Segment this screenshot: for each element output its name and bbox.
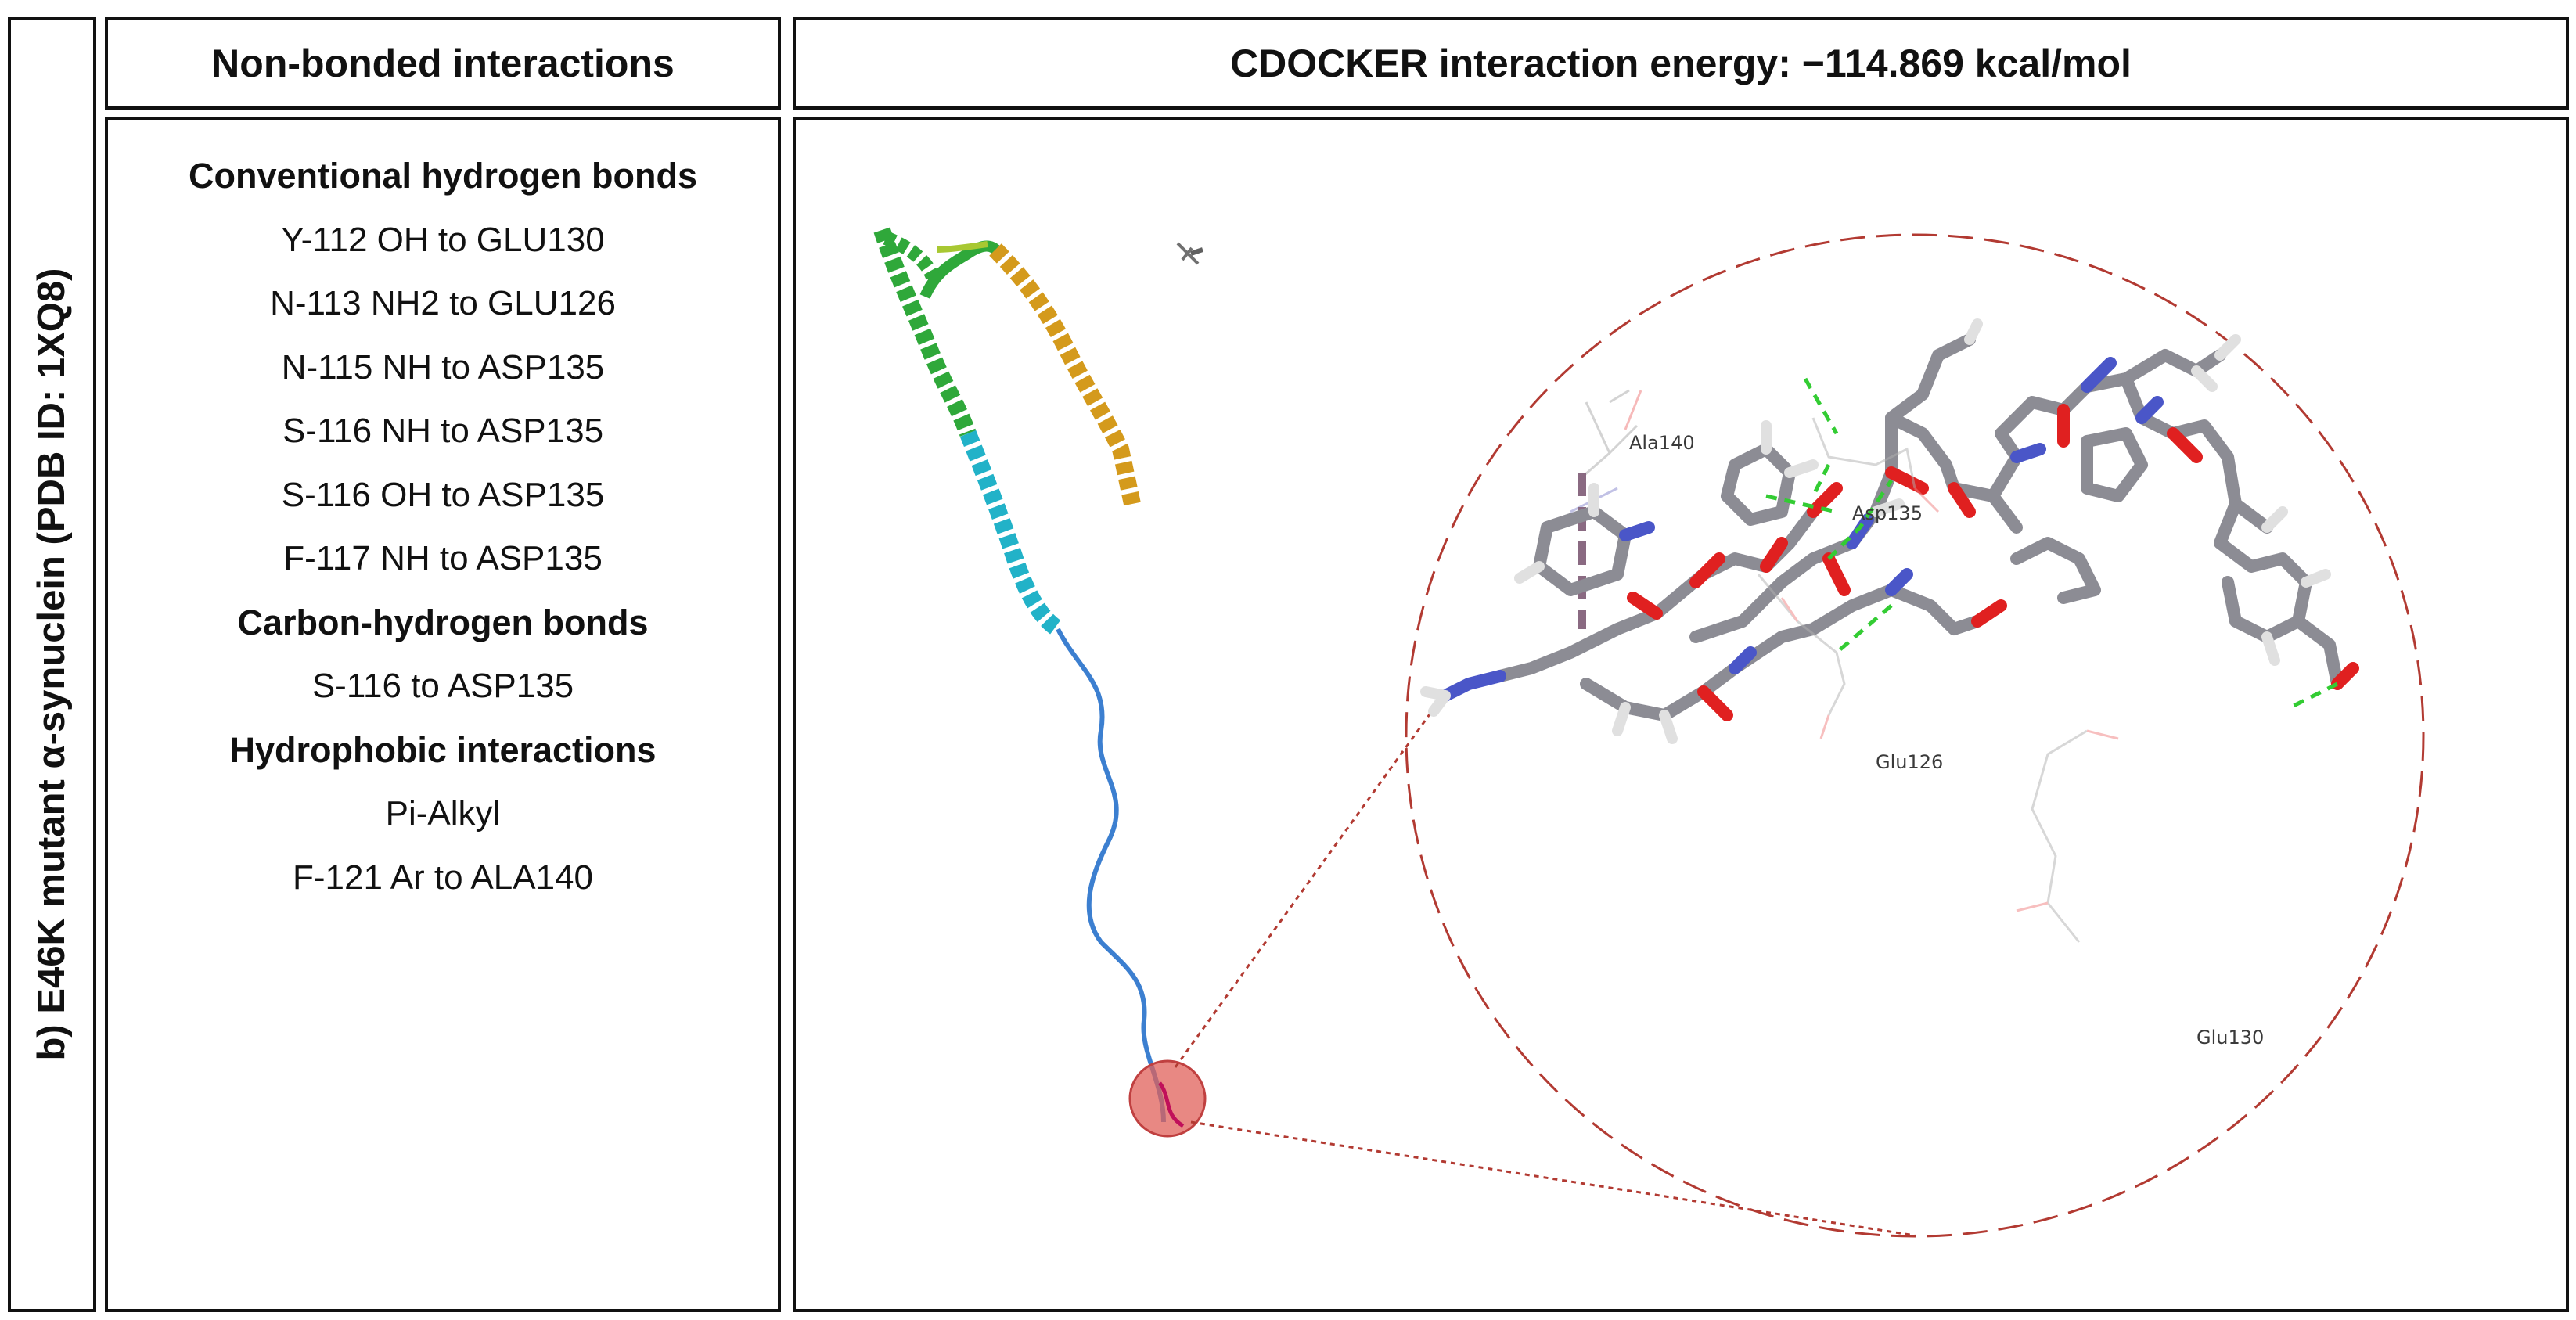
energy-header-text: CDOCKER interaction energy: −114.869 kca… bbox=[1230, 41, 2132, 85]
interaction-item: S-116 OH to ASP135 bbox=[281, 475, 605, 514]
helix-green-long bbox=[873, 227, 977, 437]
ala140-label: Ala140 bbox=[1629, 432, 1695, 454]
interaction-category-heading: Hydrophobic interactions bbox=[229, 729, 657, 770]
hydrogen-bonds bbox=[1765, 377, 2339, 710]
interaction-item: F-121 Ar to ALA140 bbox=[292, 858, 594, 897]
docking-visualization: Ala140 Asp135 Glu126 Glu130 bbox=[793, 117, 2569, 1312]
interaction-category-heading: Carbon-hydrogen bonds bbox=[237, 602, 649, 642]
energy-header: CDOCKER interaction energy: −114.869 kca… bbox=[793, 17, 2569, 110]
zoom-circle bbox=[1405, 233, 2425, 1238]
interaction-item: F-117 NH to ASP135 bbox=[283, 539, 603, 577]
interaction-item: Pi-Alkyl bbox=[385, 794, 501, 833]
zoom-guide bbox=[1174, 233, 2425, 1238]
interaction-item: S-116 to ASP135 bbox=[311, 667, 574, 705]
nonbonded-header: Non-bonded interactions bbox=[105, 17, 781, 110]
coil bbox=[1056, 628, 1166, 1123]
panel-label: b) E46K mutant α-synuclein (PDB ID: 1XQ8… bbox=[31, 268, 73, 1061]
protein-ribbon bbox=[873, 227, 1207, 1138]
glu130-label: Glu130 bbox=[2196, 1027, 2264, 1048]
helix-cyan bbox=[959, 430, 1063, 637]
panel-label-box bbox=[8, 17, 96, 1312]
nonbonded-header-text: Non-bonded interactions bbox=[211, 41, 675, 85]
asp135-label: Asp135 bbox=[1852, 502, 1923, 524]
helix-orange bbox=[989, 243, 1141, 506]
interaction-item: Y-112 OH to GLU130 bbox=[281, 220, 605, 259]
binding-pose: Ala140 Asp135 Glu126 Glu130 bbox=[1420, 318, 2359, 1048]
interaction-item: N-113 NH2 to GLU126 bbox=[270, 284, 616, 322]
glu126-residue bbox=[1757, 574, 1846, 739]
glu130-residue bbox=[2016, 729, 2119, 943]
interaction-item: S-116 NH to ASP135 bbox=[282, 412, 604, 450]
docking-scene: Ala140 Asp135 Glu126 Glu130 bbox=[873, 227, 2425, 1238]
helix-green bbox=[919, 240, 1004, 299]
interaction-category-heading: Conventional hydrogen bonds bbox=[189, 156, 697, 196]
interaction-item: N-115 NH to ASP135 bbox=[281, 347, 605, 387]
glu126-label: Glu126 bbox=[1876, 751, 1943, 773]
ligand-sticks bbox=[1420, 318, 2359, 744]
asp135-residue bbox=[1811, 417, 1940, 513]
